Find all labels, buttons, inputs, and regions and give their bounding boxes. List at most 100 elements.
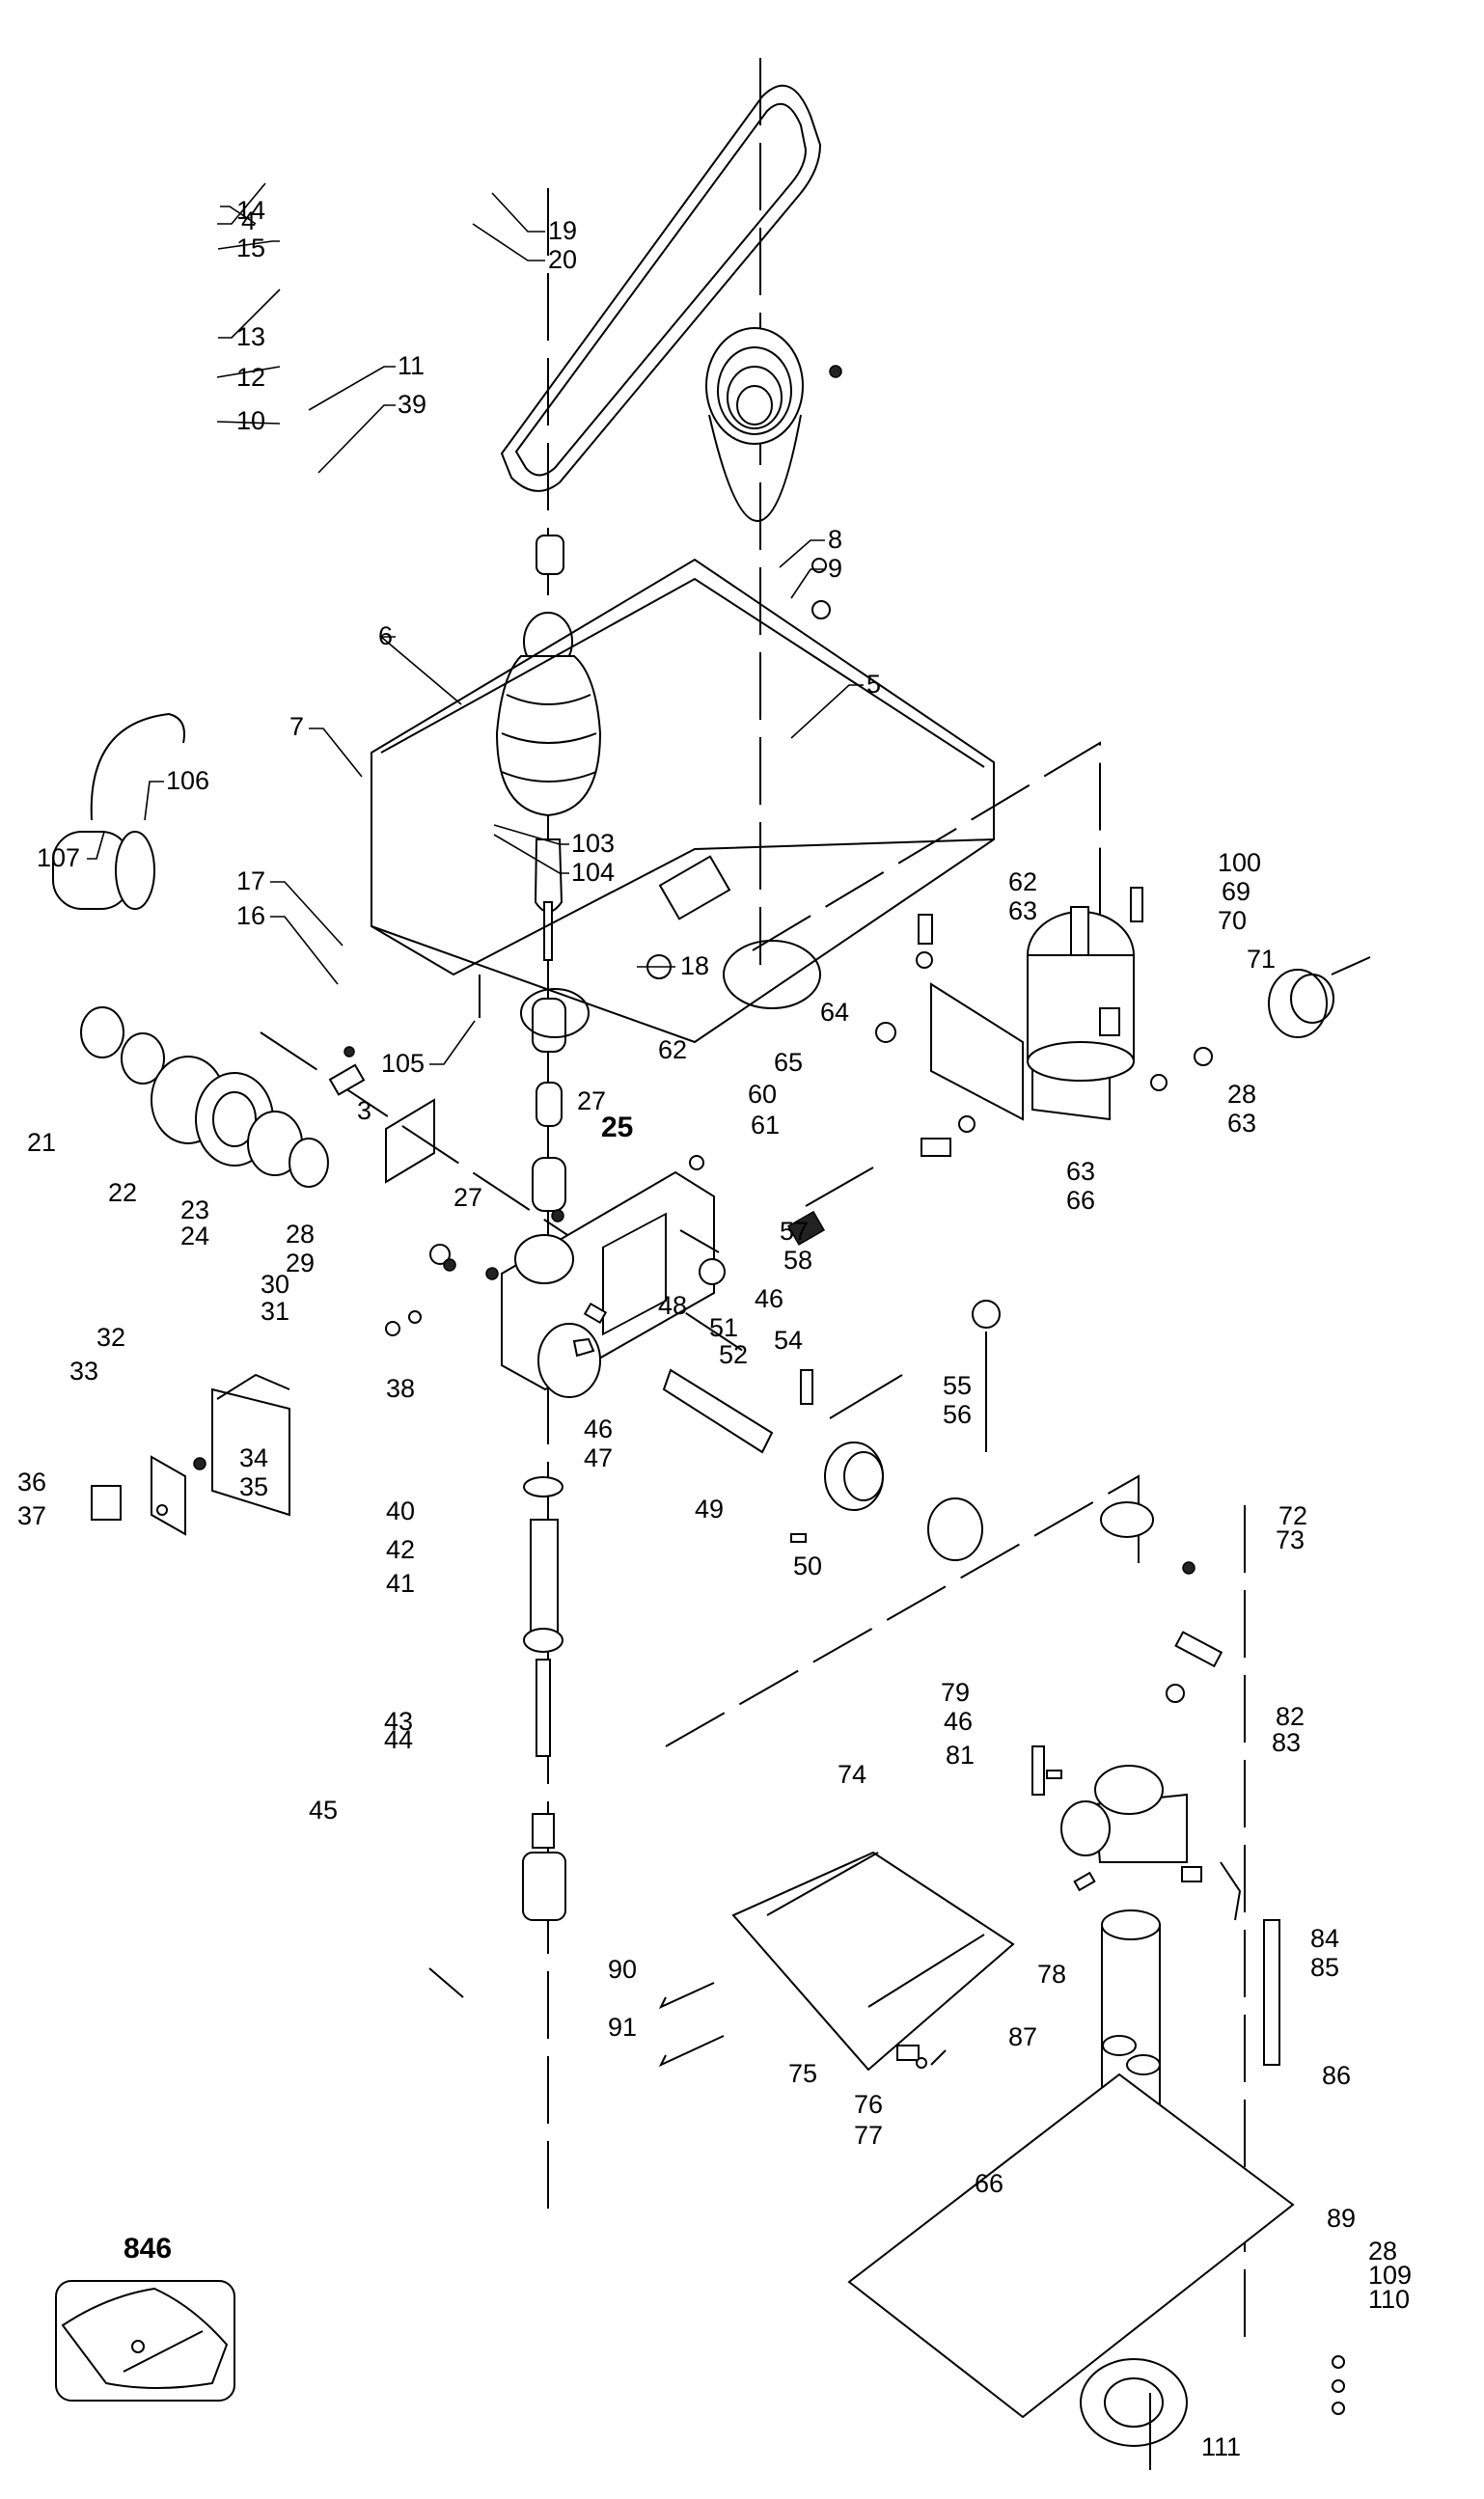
callout-78: 78 [1037,1960,1066,1989]
callout-21: 21 [27,1128,56,1157]
callout-46-b: 46 [584,1414,613,1443]
bolt-66 [921,1138,951,1157]
table-axis [665,1474,1140,1747]
callout-9: 9 [828,554,842,583]
callout-49: 49 [695,1495,724,1524]
callout-74: 74 [838,1760,866,1789]
callout-63-b: 63 [1227,1109,1256,1138]
callout-27-a: 27 [577,1086,606,1115]
callout-24: 24 [180,1222,209,1250]
nut-28-b [429,1244,451,1265]
setscrew-77 [930,2049,947,2066]
nut-64 [875,1022,896,1043]
callout-36: 36 [17,1468,46,1497]
motor-assembly [875,887,1371,1157]
callout-10: 10 [236,406,265,435]
screw-35 [156,1504,168,1516]
callout-27-b: 27 [453,1183,482,1212]
washer-9 [811,600,831,619]
callout-100: 100 [1218,848,1261,877]
nut-109 [1332,2379,1345,2393]
callout-48: 48 [658,1291,687,1320]
switch-box-70 [1099,1007,1120,1036]
callout-30: 30 [261,1270,289,1299]
table-assembly [731,1501,1242,2072]
head-casting [385,1155,874,1398]
callout-63-c: 63 [1066,1157,1095,1186]
callout-4: 4 [241,206,256,235]
motor-mount-axis [752,741,1101,1013]
callout-44: 44 [384,1725,413,1754]
callout-75: 75 [788,2059,817,2088]
chuck-key-45 [428,1967,464,1998]
washer-110 [1332,2402,1345,2415]
callout-23: 23 [180,1195,209,1224]
callout-106: 106 [166,766,209,795]
callout-29: 29 [286,1249,315,1277]
callout-32: 32 [96,1323,125,1352]
callout-82: 82 [1276,1702,1305,1731]
callout-77: 77 [854,2121,883,2150]
switch-assembly [91,1373,290,1536]
callout-66-b: 66 [975,2169,1003,2198]
power-cord-71 [1268,969,1328,1038]
crank-79 [1031,1745,1045,1796]
spindle-sleeve-13 [534,838,563,913]
callout-110: 110 [1368,2285,1410,2314]
bearing-11-lower [532,1157,566,1212]
bracket-16 [328,1063,366,1096]
callout-7: 7 [289,712,304,741]
callout-72: 72 [1278,1501,1307,1530]
callout-20: 20 [548,245,577,274]
collar-52 [824,1442,884,1511]
mount-plate-65 [930,982,1024,1121]
nut-28-c [1332,2355,1345,2369]
callout-90: 90 [608,1955,637,1984]
spindle-pulley-14 [495,655,602,817]
callout-103: 103 [571,829,615,858]
callout-63-a: 63 [1008,896,1037,925]
rack-86 [1263,1919,1280,2066]
callout-46-a: 46 [755,1284,783,1313]
callout-107: 107 [37,843,80,872]
washer-63-b [958,1115,976,1133]
label-3 [385,1098,435,1184]
work-lamp [52,712,185,910]
callout-37: 37 [17,1501,46,1530]
bushing-83 [1166,1684,1185,1703]
switch-plate-34 [151,1455,186,1536]
switch-box-32 [211,1387,290,1517]
callout-18: 18 [680,951,709,980]
callout-22: 22 [108,1178,137,1207]
callout-73: 73 [1276,1525,1305,1554]
v-belt [500,84,822,492]
pointer-47 [572,1337,595,1358]
bolt-75 [896,2045,920,2061]
washer-40 [523,1476,563,1497]
feed-assembly [662,1300,1001,1561]
screw-8 [811,558,827,573]
callout-28-a: 28 [1227,1080,1256,1109]
guard-hardware [328,558,831,1096]
callout-11: 11 [398,351,425,380]
nut-15 [536,535,564,575]
callout-64: 64 [820,998,849,1027]
pin-78 [1073,1871,1096,1892]
pin-48 [583,1302,608,1325]
lock-knob-51 [800,1369,813,1405]
callout-69: 69 [1222,877,1250,906]
callout-3: 3 [357,1096,371,1125]
callout-58: 58 [783,1246,812,1275]
switch-36 [91,1485,122,1521]
callout-87: 87 [1008,2022,1037,2051]
callout-14: 14 [236,196,265,225]
callout-62-b: 62 [658,1035,687,1064]
callout-65: 65 [774,1048,803,1077]
callout-15: 15 [236,233,265,262]
callout-52: 52 [719,1340,748,1369]
pin-50 [790,1533,807,1543]
chuck-44 [522,1852,566,1921]
callout-34: 34 [239,1443,268,1472]
callout-62-a: 62 [1008,867,1037,896]
